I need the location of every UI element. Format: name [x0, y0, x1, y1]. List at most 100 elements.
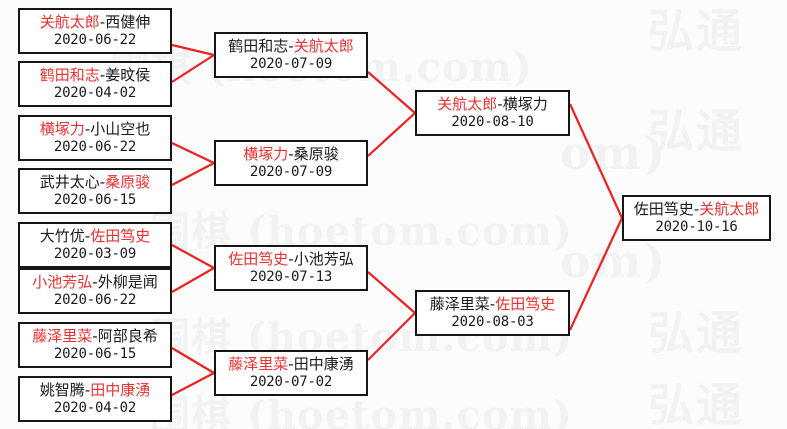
match-date: 2020-07-09: [249, 56, 333, 73]
connector-r2m1-to-sf1: [367, 71, 416, 114]
player-separator: -: [99, 65, 106, 84]
player-separator: -: [497, 94, 503, 113]
player-winner: 鹤田和志: [39, 65, 100, 84]
match-players: 小池芳弘-外柳是闻: [32, 273, 157, 291]
connector-sf2-to-f1: [569, 217, 623, 331]
player-loser: 阿部良希: [97, 326, 158, 345]
connector-r1m3-to-r2m2: [171, 142, 215, 164]
match-date: 2020-06-15: [53, 192, 137, 209]
player-loser: 佐田笃史: [633, 199, 694, 218]
match-players: 武井太心-桑原骏: [40, 173, 150, 191]
match-players: 关航太郎-横塚力: [437, 95, 547, 113]
player-winner: 横塚力: [243, 144, 289, 163]
connector-sf1-to-f1: [568, 103, 624, 219]
player-winner: 田中康湧: [90, 380, 151, 399]
match-date: 2020-06-22: [53, 32, 137, 49]
match-date: 2020-08-03: [451, 314, 534, 331]
player-separator: -: [99, 12, 106, 31]
player-separator: -: [84, 119, 91, 138]
player-separator: -: [84, 226, 91, 245]
connector-r2m3-to-sf2: [367, 271, 416, 314]
player-separator: -: [92, 272, 98, 291]
watermark-text: 弘通: [648, 378, 744, 429]
connector-r1m1-to-r2m1: [171, 43, 215, 57]
match-players: 佐田笃史-小池芳弘: [228, 250, 353, 268]
player-winner: 关航太郎: [39, 12, 100, 31]
watermark-text: 弘通: [648, 104, 744, 158]
watermark-text: 围棋 (hoetom.com): [150, 392, 573, 429]
match-players: 关航太郎-西健伸: [40, 13, 150, 31]
player-separator: -: [288, 354, 294, 373]
player-loser: 姚智腾: [39, 380, 85, 399]
player-separator: -: [99, 172, 106, 191]
player-loser: 横塚力: [502, 94, 548, 113]
match-players: 横塚力-小山空也: [40, 120, 150, 138]
player-winner: 关航太郎: [437, 94, 498, 113]
connector-r1m6-to-r2m3: [171, 267, 215, 293]
connector-r2m4-to-sf2: [367, 312, 416, 361]
player-winner: 藤泽里菜: [32, 326, 93, 345]
player-separator: -: [84, 380, 91, 399]
player-winner: 关航太郎: [699, 199, 760, 218]
match-date: 2020-10-16: [655, 219, 738, 236]
match-date: 2020-04-02: [53, 85, 137, 102]
player-loser: 姜旼侯: [105, 65, 151, 84]
player-loser: 大竹优: [39, 226, 85, 245]
player-winner: 佐田笃史: [495, 294, 556, 313]
connector-r1m5-to-r2m3: [171, 244, 215, 269]
match-players: 佐田笃史-关航太郎: [634, 200, 759, 218]
player-loser: 外柳是闻: [97, 272, 158, 291]
player-separator: -: [288, 144, 294, 163]
connector-r1m2-to-r2m1: [171, 54, 215, 83]
match-players: 藤泽里菜-阿部良希: [32, 327, 157, 345]
match-date: 2020-03-09: [53, 246, 137, 263]
match-date: 2020-07-13: [249, 269, 333, 286]
player-winner: 佐田笃史: [228, 249, 289, 268]
player-loser: 小池芳弘: [293, 249, 354, 268]
player-winner: 佐田笃史: [90, 226, 151, 245]
match-date: 2020-08-10: [451, 114, 534, 131]
player-separator: -: [693, 199, 700, 218]
player-loser: 桑原骏: [293, 144, 339, 163]
match-players: 鹤田和志-姜旼侯: [40, 66, 150, 84]
player-winner: 藤泽里菜: [228, 354, 289, 373]
connector-r1m7-to-r2m4: [171, 347, 215, 374]
player-loser: 小山空也: [90, 119, 151, 138]
player-separator: -: [489, 294, 496, 313]
match-players: 藤泽里菜-田中康湧: [228, 355, 353, 373]
watermark-text: 弘通: [648, 4, 744, 58]
match-players: 姚智腾-田中康湧: [40, 381, 150, 399]
watermark-text: om): [560, 126, 668, 180]
match-players: 大竹优-佐田笃史: [40, 227, 150, 245]
player-loser: 田中康湧: [293, 354, 354, 373]
player-winner: 关航太郎: [293, 36, 354, 55]
player-winner: 桑原骏: [105, 172, 151, 191]
match-date: 2020-06-22: [53, 139, 137, 156]
player-loser: 藤泽里菜: [429, 294, 490, 313]
player-winner: 横塚力: [39, 119, 85, 138]
match-date: 2020-04-02: [53, 400, 137, 417]
player-separator: -: [288, 249, 294, 268]
player-loser: 武井太心: [39, 172, 100, 191]
connector-r2m2-to-sf1: [367, 112, 416, 157]
player-winner: 小池芳弘: [32, 272, 93, 291]
watermark-text: 弘通: [648, 306, 744, 360]
match-date: 2020-07-09: [249, 164, 333, 181]
match-players: 横塚力-桑原骏: [243, 145, 338, 163]
